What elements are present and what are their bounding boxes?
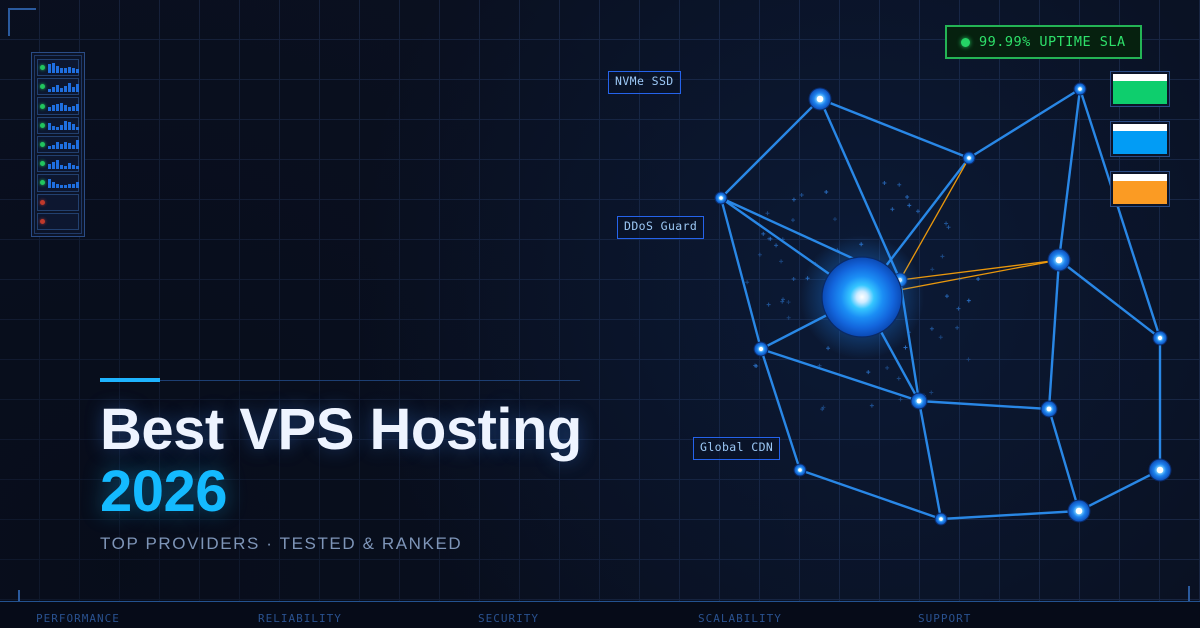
server-rack-unit	[37, 97, 79, 115]
plan-card-green[interactable]	[1110, 71, 1170, 107]
bottom-metric-performance[interactable]: PERFORMANCE	[36, 612, 120, 625]
hud-label-global-cdn: Global CDN	[693, 437, 781, 460]
server-rack-unit	[37, 78, 79, 96]
plan-card-strip	[1113, 124, 1167, 131]
rack-status-led-off-icon	[40, 199, 45, 205]
rack-status-led-off-icon	[40, 218, 45, 224]
bottom-metric-scalability[interactable]: SCALABILITY	[698, 612, 782, 625]
plan-card-blue[interactable]	[1110, 121, 1170, 157]
server-rack-unit	[37, 155, 79, 173]
rack-load-bars	[48, 178, 79, 188]
server-rack-unit	[37, 135, 79, 154]
server-rack-unit	[37, 116, 79, 134]
bottom-metric-reliability[interactable]: RELIABILITY	[258, 612, 342, 625]
server-rack-unit	[37, 193, 79, 211]
server-rack-unit	[37, 59, 79, 77]
uptime-sla-badge: 99.99% UPTIME SLA	[945, 25, 1142, 59]
hud-label-ddos-guard: DDoS Guard	[617, 216, 705, 239]
rack-status-led-on-icon	[40, 141, 45, 147]
plan-card-body	[1113, 131, 1167, 154]
plan-card-strip	[1113, 174, 1167, 181]
headline-block: Best VPS Hosting 2026 TOP PROVIDERS · TE…	[100, 378, 720, 554]
page-subtitle: TOP PROVIDERS · TESTED & RANKED	[100, 533, 463, 553]
rack-status-led-on-icon	[40, 180, 45, 186]
rack-load-bars	[48, 101, 79, 112]
plan-card-body	[1113, 181, 1167, 204]
rack-load-bars	[48, 197, 76, 207]
server-rack-unit	[37, 212, 79, 230]
accent-rule-thin	[100, 379, 580, 381]
page-title-year: 2026	[100, 458, 228, 524]
status-dot-icon	[961, 37, 970, 47]
hud-label-nvme-ssd: NVMe SSD	[608, 71, 681, 94]
server-rack-unit	[37, 174, 79, 192]
uptime-sla-label: 99.99% UPTIME SLA	[979, 34, 1126, 50]
rack-status-led-on-icon	[40, 103, 45, 109]
rack-load-bars	[48, 120, 79, 131]
server-rack-graphic	[31, 52, 85, 237]
rack-status-led-on-icon	[40, 84, 45, 90]
rack-load-bars	[48, 62, 79, 73]
server-rack-units	[34, 55, 82, 234]
page-title: Best VPS Hosting	[100, 397, 582, 462]
bottom-metrics-bar	[0, 601, 1200, 628]
rack-load-bars	[48, 139, 79, 150]
rack-load-bars	[48, 216, 76, 226]
rack-load-bars	[48, 82, 79, 92]
plan-card-orange[interactable]	[1110, 171, 1170, 207]
bottom-metric-support[interactable]: SUPPORT	[918, 612, 972, 625]
rack-load-bars	[48, 159, 79, 169]
accent-rule	[100, 378, 580, 382]
plan-card-body	[1113, 81, 1167, 104]
rack-status-led-on-icon	[40, 122, 45, 128]
bottom-metrics-list: PERFORMANCE RELIABILITY SECURITY SCALABILIT…	[0, 602, 1200, 628]
accent-rule-thick	[100, 378, 160, 382]
plan-card-strip	[1113, 74, 1167, 81]
bottom-metric-security[interactable]: SECURITY	[478, 612, 539, 625]
corner-bracket-top-left	[8, 8, 36, 36]
rack-status-led-on-icon	[40, 161, 45, 167]
rack-status-led-on-icon	[40, 65, 45, 71]
